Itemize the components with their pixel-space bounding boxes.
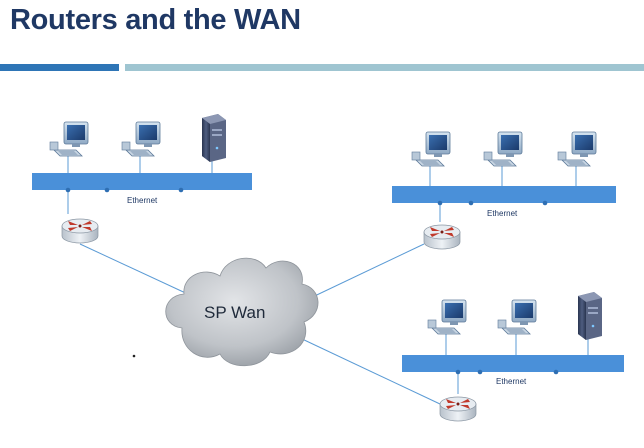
- workstation-icon: [557, 131, 597, 167]
- title-divider-rule: [125, 64, 644, 71]
- title-accent-rule: [0, 64, 119, 71]
- workstation-icon: [121, 121, 161, 157]
- router-icon: [423, 224, 461, 250]
- ethernet-bus: [32, 173, 252, 190]
- workstation-icon: [497, 299, 537, 335]
- lan-segment-3: Ethernet: [402, 292, 624, 422]
- stray-dot: [132, 354, 136, 358]
- workstation-icon: [411, 131, 451, 167]
- workstation-icon: [427, 299, 467, 335]
- ethernet-label: Ethernet: [496, 377, 527, 386]
- server-icon: [578, 292, 602, 340]
- ethernet-bus: [392, 186, 616, 203]
- router-icon: [439, 396, 477, 422]
- sp-wan-cloud-icon: [165, 257, 319, 367]
- workstation-icon: [49, 121, 89, 157]
- server-icon: [202, 114, 226, 162]
- wan-links: [79, 243, 441, 405]
- lan-segment-1: Ethernet: [32, 114, 252, 244]
- router-icon: [61, 218, 99, 244]
- slide-title: Routers and the WAN: [10, 4, 301, 36]
- workstation-icon: [483, 131, 523, 167]
- lan-segment-2: Ethernet: [392, 131, 616, 250]
- ethernet-label: Ethernet: [487, 209, 518, 218]
- ethernet-label: Ethernet: [127, 196, 158, 205]
- ethernet-bus: [402, 355, 624, 372]
- cloud-label: SP Wan: [204, 303, 265, 322]
